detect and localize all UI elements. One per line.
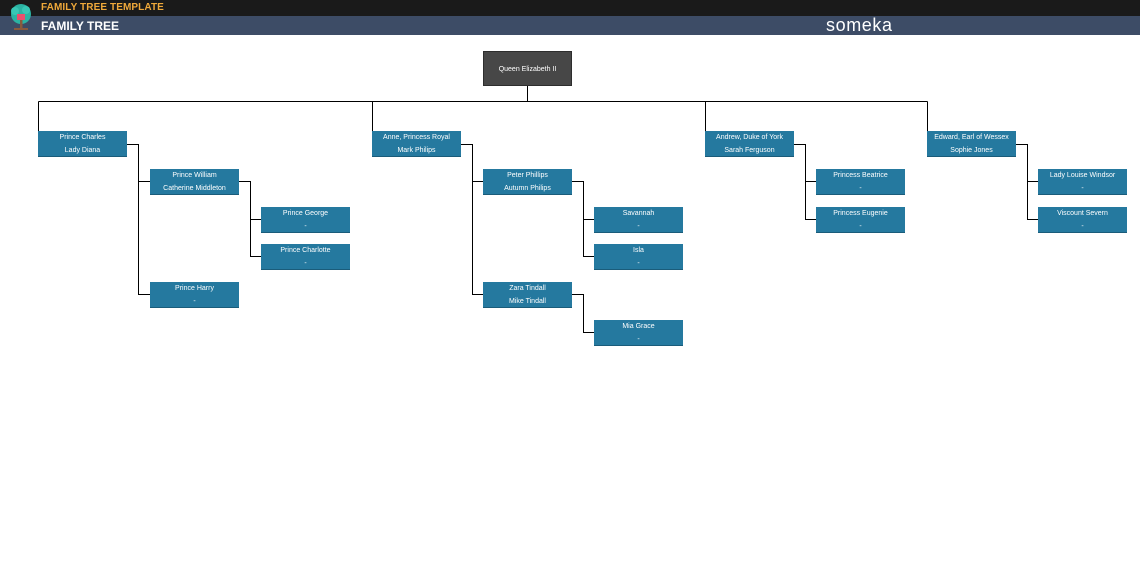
node-spouse: - [859, 184, 862, 192]
node-name: Prince William [172, 172, 217, 179]
node-spouse: Autumn Philips [504, 184, 551, 192]
connector-root [38, 86, 928, 131]
node-spouse: Mark Philips [397, 146, 436, 154]
node-name: Prince Harry [175, 285, 214, 292]
connector-william [239, 181, 261, 257]
node-name: Peter Phillips [507, 172, 548, 179]
brand-logo: someka [826, 15, 893, 35]
family-tree-logo-icon [11, 4, 31, 30]
node-name: Princess Beatrice [833, 172, 888, 179]
node-spouse: - [637, 222, 640, 230]
node-edward[interactable]: Edward, Earl of Wessex Sophie Jones [927, 131, 1016, 157]
top-bar [0, 0, 1140, 16]
node-name: Savannah [622, 210, 655, 217]
node-spouse: Lady Diana [64, 146, 101, 154]
node-beatrice[interactable]: Princess Beatrice - [816, 169, 905, 195]
node-name: Mia Grace [622, 323, 655, 330]
title-bar [0, 16, 1140, 35]
connector-charles [127, 144, 150, 295]
root-node[interactable]: Queen Elizabeth II [483, 51, 572, 86]
node-eugenie[interactable]: Princess Eugenie - [816, 207, 905, 233]
node-peter[interactable]: Peter Phillips Autumn Philips [483, 169, 572, 195]
node-zara[interactable]: Zara Tindall Mike Tindall [483, 282, 572, 308]
node-spouse: Sarah Ferguson [724, 146, 775, 154]
node-name: Zara Tindall [509, 285, 546, 292]
node-charlotte[interactable]: Prince Charlotte - [261, 244, 350, 270]
node-spouse: - [304, 259, 307, 267]
node-spouse: - [193, 297, 196, 305]
page-title: FAMILY TREE [41, 19, 120, 33]
node-name: Princess Eugenie [833, 210, 888, 217]
node-spouse: - [1081, 222, 1084, 230]
connector-andrew [794, 144, 816, 220]
node-spouse: Catherine Middleton [163, 184, 226, 192]
node-andrew[interactable]: Andrew, Duke of York Sarah Ferguson [705, 131, 794, 157]
node-harry[interactable]: Prince Harry - [150, 282, 239, 308]
node-spouse: Mike Tindall [509, 297, 546, 305]
node-name: Anne, Princess Royal [383, 134, 450, 141]
node-louise[interactable]: Lady Louise Windsor - [1038, 169, 1127, 195]
node-charles[interactable]: Prince Charles Lady Diana [38, 131, 127, 157]
node-savannah[interactable]: Savannah - [594, 207, 683, 233]
connector-edward [1016, 144, 1038, 220]
node-william[interactable]: Prince William Catherine Middleton [150, 169, 239, 195]
node-name: Prince Charles [59, 134, 106, 141]
node-name: Viscount Severn [1057, 210, 1108, 217]
connector-anne [461, 144, 483, 295]
node-spouse: Sophie Jones [950, 146, 993, 154]
node-george[interactable]: Prince George - [261, 207, 350, 233]
node-name: Edward, Earl of Wessex [934, 134, 1009, 141]
node-spouse: - [637, 335, 640, 343]
app-title: FAMILY TREE TEMPLATE [41, 2, 164, 13]
connector-zara [572, 294, 594, 333]
node-name: Lady Louise Windsor [1049, 172, 1116, 179]
node-name: Isla [633, 247, 644, 254]
node-anne[interactable]: Anne, Princess Royal Mark Philips [372, 131, 461, 157]
node-spouse: - [637, 259, 640, 267]
node-spouse: - [859, 222, 862, 230]
node-name: Andrew, Duke of York [716, 134, 783, 141]
node-isla[interactable]: Isla - [594, 244, 683, 270]
node-mia[interactable]: Mia Grace - [594, 320, 683, 346]
node-severn[interactable]: Viscount Severn - [1038, 207, 1127, 233]
node-spouse: - [304, 222, 307, 230]
node-spouse: - [1081, 184, 1084, 192]
node-name: Prince Charlotte [280, 247, 331, 254]
node-name: Prince George [282, 210, 329, 217]
connector-peter [572, 181, 594, 257]
